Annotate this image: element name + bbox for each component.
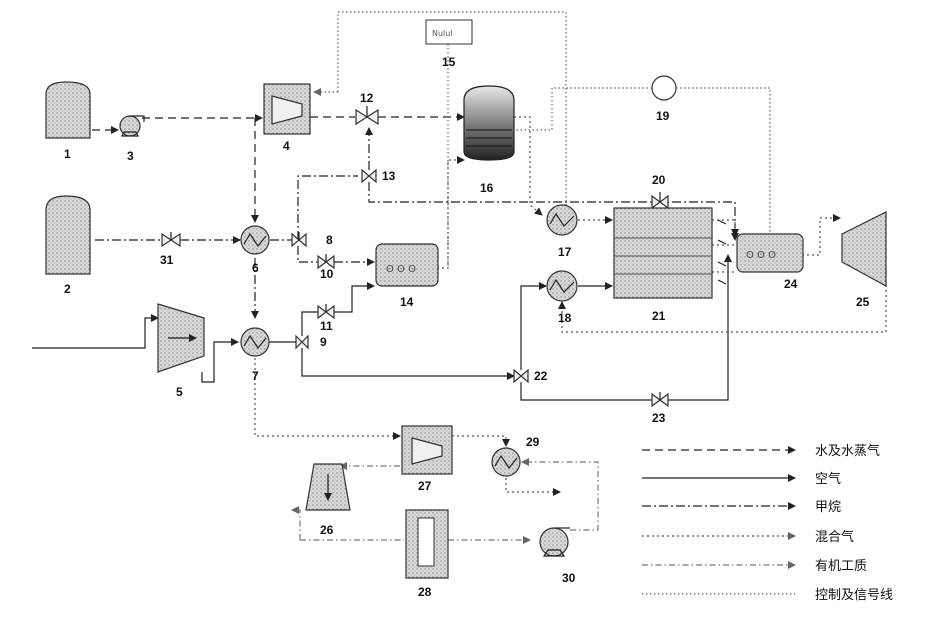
label-10: 10 (320, 267, 334, 281)
label-31: 31 (160, 253, 174, 267)
controller-15: Nulul (426, 20, 472, 44)
heat-exchanger-17 (547, 205, 577, 235)
burner-14: ʘ ʘ ʘ (376, 244, 438, 286)
valve-11[interactable] (318, 304, 334, 318)
mix-line-7 (562, 270, 886, 332)
controller-display: Nulul (432, 29, 453, 38)
label-7: 7 (252, 369, 259, 383)
label-15: 15 (442, 55, 456, 69)
label-14: 14 (400, 295, 414, 309)
label-29: 29 (526, 435, 540, 449)
mix-line-11 (452, 436, 506, 446)
heat-exchanger-7 (241, 328, 269, 356)
organic-pump-30 (540, 528, 570, 556)
evaporator-27 (402, 426, 452, 474)
label-8: 8 (326, 233, 333, 247)
legend-label-ctrl: 控制及信号线 (815, 588, 893, 603)
label-20: 20 (652, 173, 666, 187)
heat-exchanger-4 (264, 84, 310, 134)
valve-12[interactable] (356, 106, 378, 124)
valve-9[interactable] (296, 336, 308, 348)
label-1: 1 (64, 147, 71, 161)
valve-10[interactable] (318, 254, 334, 268)
sensor-19 (652, 76, 676, 100)
fuel-cell-stack-21 (614, 208, 726, 298)
combustor-24: ʘ ʘ ʘ (737, 234, 803, 272)
air-line-2 (202, 342, 238, 382)
air-line-7 (521, 286, 546, 370)
label-12: 12 (360, 91, 374, 105)
label-23: 23 (652, 411, 666, 425)
mix-line-9 (437, 160, 464, 268)
methane-line-4 (298, 176, 358, 240)
valve-20[interactable] (652, 192, 668, 208)
water-pump-3 (120, 116, 144, 136)
valve-31[interactable] (162, 232, 180, 246)
mix-line-1 (514, 117, 542, 215)
mix-line-12 (506, 478, 560, 492)
label-13: 13 (382, 169, 396, 183)
legend-label-water: 水及水蒸气 (815, 443, 880, 459)
valve-8[interactable] (292, 232, 306, 246)
label-25: 25 (856, 295, 870, 309)
methane-line-6 (298, 246, 318, 262)
svg-text:ʘ ʘ ʘ: ʘ ʘ ʘ (386, 264, 416, 275)
label-28: 28 (418, 585, 432, 599)
organic-line-2 (292, 510, 300, 540)
mix-line-6 (802, 218, 840, 255)
condenser-28 (406, 510, 448, 578)
organic-line-5 (522, 462, 598, 530)
air-line-5 (334, 286, 374, 312)
legend: 水及水蒸气 空气 甲烷 混合气 有机工质 控制及信号线 (642, 443, 893, 603)
mix-line-10 (255, 358, 400, 436)
air-line-4 (302, 312, 318, 336)
turbine-26 (306, 464, 350, 510)
legend-label-methane: 甲烷 (815, 500, 841, 515)
turbine-25 (842, 212, 886, 286)
air-line-6 (302, 348, 514, 376)
label-17: 17 (558, 245, 572, 259)
valve-13[interactable] (362, 170, 376, 182)
ctrl-line-5 (514, 88, 652, 130)
svg-text:ʘ ʘ ʘ: ʘ ʘ ʘ (746, 250, 776, 261)
label-26: 26 (320, 523, 334, 537)
label-6: 6 (252, 261, 259, 275)
air-line-9 (521, 382, 652, 400)
legend-label-air: 空气 (815, 471, 841, 487)
label-5: 5 (176, 385, 183, 399)
valve-23[interactable] (652, 392, 668, 406)
reformer-16 (464, 86, 514, 160)
label-3: 3 (127, 149, 134, 163)
heat-exchanger-6 (241, 226, 269, 254)
legend-label-mix: 混合气 (815, 529, 854, 545)
legend-label-organic: 有机工质 (815, 559, 867, 574)
label-19: 19 (656, 109, 670, 123)
label-11: 11 (320, 319, 333, 333)
label-21: 21 (652, 309, 666, 323)
label-16: 16 (480, 181, 494, 195)
label-22: 22 (534, 369, 548, 383)
label-27: 27 (418, 479, 432, 493)
air-compressor-5 (158, 304, 204, 372)
heat-exchanger-18 (547, 271, 577, 301)
water-tank-1 (46, 82, 90, 138)
air-line-1 (32, 318, 158, 348)
label-30: 30 (562, 571, 576, 585)
valve-22[interactable] (514, 370, 528, 382)
label-4: 4 (283, 139, 290, 153)
heat-exchanger-29 (492, 448, 520, 476)
label-9: 9 (320, 335, 327, 349)
label-24: 24 (784, 277, 798, 291)
label-2: 2 (64, 282, 71, 296)
methane-tank-2 (46, 196, 90, 274)
label-18: 18 (558, 311, 572, 325)
